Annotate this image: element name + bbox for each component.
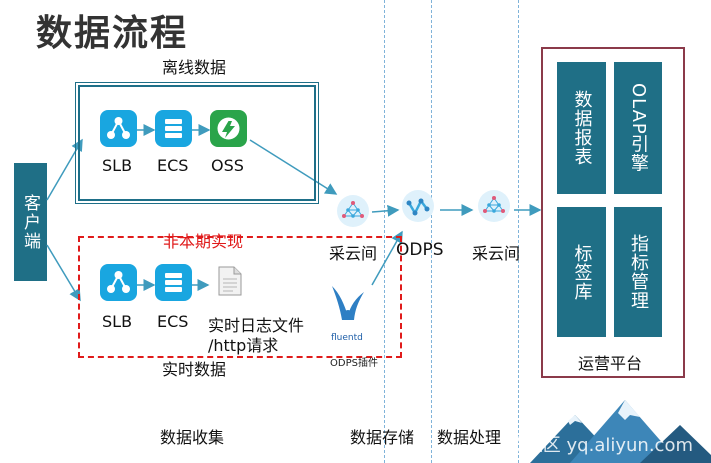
collector-icon bbox=[336, 194, 370, 228]
fluentd-label: fluentd bbox=[331, 333, 363, 343]
slb-icon bbox=[100, 264, 137, 301]
column-divider-3 bbox=[518, 0, 519, 463]
fluentd-caption: ODPS插件 bbox=[330, 358, 378, 369]
ops-platform-box bbox=[541, 47, 685, 378]
not-this-phase-label: 非本期实现 bbox=[163, 232, 244, 251]
log-label-line1: 实时日志文件 bbox=[208, 316, 305, 335]
odps-label: ODPS bbox=[396, 240, 444, 260]
ops-platform-label: 运营平台 bbox=[578, 354, 643, 373]
collector-label-1: 采云间 bbox=[329, 244, 378, 263]
column-divider-2 bbox=[431, 0, 432, 463]
ops-tile-reports: 数据报表 bbox=[557, 62, 606, 194]
fluentd-icon bbox=[328, 280, 368, 336]
odps-icon bbox=[401, 189, 435, 223]
column-label-processing: 数据处理 bbox=[437, 428, 502, 447]
ecs-icon bbox=[155, 264, 192, 301]
mountain-decoration bbox=[530, 400, 711, 463]
offline-oss-label: OSS bbox=[211, 156, 244, 175]
realtime-label: 实时数据 bbox=[162, 360, 227, 379]
ops-tile-tags: 标签库 bbox=[557, 207, 606, 337]
collector-label-2: 采云间 bbox=[472, 244, 521, 263]
offline-ecs-label: ECS bbox=[157, 156, 189, 175]
slb-icon bbox=[100, 110, 137, 147]
log-label-line2: /http请求 bbox=[208, 336, 279, 355]
ops-tile-metrics: 指标管理 bbox=[614, 207, 662, 337]
document-icon bbox=[218, 266, 242, 300]
offline-label: 离线数据 bbox=[162, 58, 227, 77]
offline-slb-label: SLB bbox=[102, 156, 133, 175]
column-label-storage: 数据存储 bbox=[350, 428, 415, 447]
watermark: 云栖社区 yq.aliyun.com bbox=[488, 435, 693, 456]
realtime-ecs-label: ECS bbox=[157, 312, 189, 331]
realtime-slb-label: SLB bbox=[102, 312, 133, 331]
ecs-icon bbox=[155, 110, 192, 147]
column-divider-1 bbox=[384, 0, 385, 463]
page-title: 数据流程 bbox=[36, 13, 189, 54]
client-box: 客户端 bbox=[14, 163, 47, 281]
realtime-box bbox=[78, 236, 402, 358]
oss-icon bbox=[210, 110, 247, 147]
collector-icon bbox=[477, 189, 511, 223]
offline-box bbox=[75, 82, 319, 204]
column-label-collection: 数据收集 bbox=[160, 428, 225, 447]
ops-tile-olap: OLAP引擎 bbox=[614, 62, 662, 194]
